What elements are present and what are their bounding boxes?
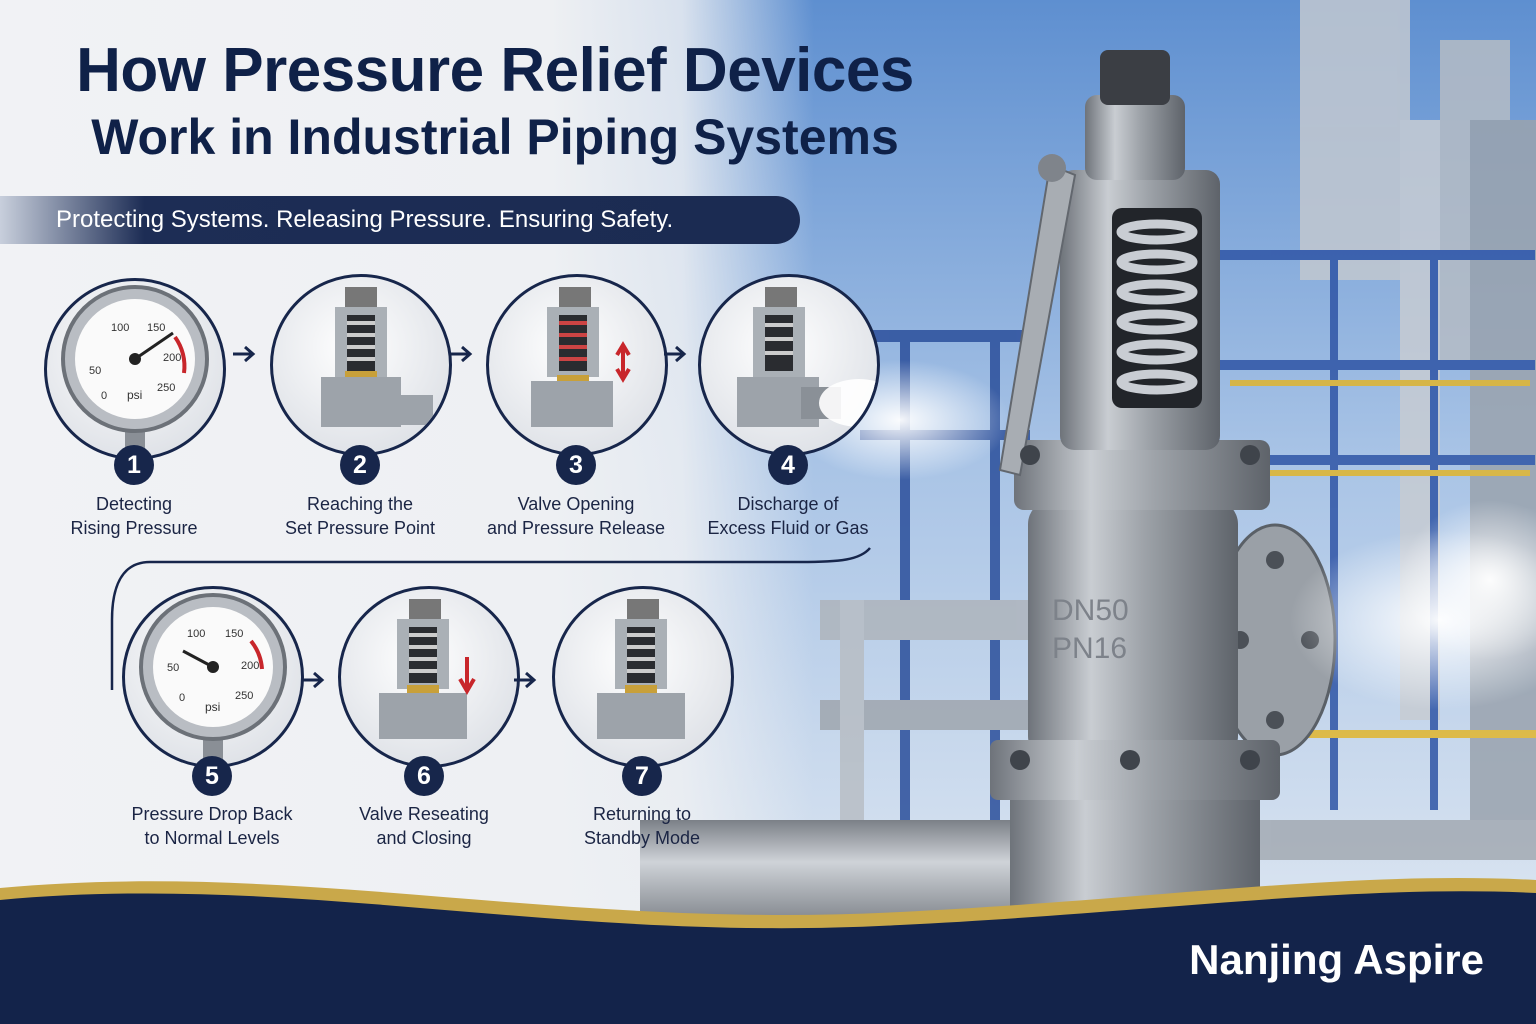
step-4: 4 Discharge of Excess Fluid or Gas <box>668 270 908 540</box>
svg-text:psi: psi <box>205 700 220 714</box>
arrow-right-icon <box>450 345 473 363</box>
svg-text:100: 100 <box>111 322 129 334</box>
relief-valve-discharge-icon <box>737 287 877 427</box>
step-6-label: Valve Reseating and Closing <box>359 804 489 848</box>
step-7: 7 Returning to Standby Mode <box>522 580 762 850</box>
valve-marking-pn: PN16 <box>1052 632 1127 665</box>
step-3-image <box>486 274 668 456</box>
step-5-label: Pressure Drop Back to Normal Levels <box>131 804 293 848</box>
svg-text:psi: psi <box>127 388 142 402</box>
step-1-image: 50 100 150 200 250 0 psi <box>44 278 226 460</box>
step-2-number-badge: 2 <box>340 445 380 485</box>
pressure-gauge-icon: 50 100 150 200 250 0 psi <box>61 285 209 457</box>
relief-valve-open-icon <box>531 287 631 427</box>
svg-text:200: 200 <box>163 352 181 364</box>
step-4-label: Discharge of Excess Fluid or Gas <box>707 494 869 538</box>
svg-text:150: 150 <box>147 322 165 334</box>
relief-valve-icon <box>321 287 433 427</box>
pressure-gauge-icon: 50 100 150 200 250 0 psi <box>139 593 287 765</box>
step-2-label: Reaching the Set Pressure Point <box>284 494 436 538</box>
svg-text:50: 50 <box>89 365 101 377</box>
step-4-image <box>698 274 880 456</box>
step-6: 6 Valve Reseating and Closing <box>304 580 544 850</box>
step-2-image <box>270 274 452 456</box>
step-4-number-badge: 4 <box>768 445 808 485</box>
tagline-banner: Protecting Systems. Releasing Pressure. … <box>0 196 800 244</box>
relief-valve-closing-icon <box>379 599 476 739</box>
svg-text:200: 200 <box>241 660 259 672</box>
page-title: How Pressure Relief Devices Work in Indu… <box>30 38 960 166</box>
svg-text:50: 50 <box>167 662 179 674</box>
svg-text:150: 150 <box>225 628 243 640</box>
step-5: 50 100 150 200 250 0 psi 5 Pressure Drop… <box>92 580 332 850</box>
step-6-number-badge: 6 <box>404 756 444 796</box>
flow-connector <box>110 547 871 690</box>
step-3-label: Valve Opening and Pressure Release <box>486 494 666 538</box>
step-1-label: Detecting Rising Pressure <box>70 494 198 538</box>
step-5-image: 50 100 150 200 250 0 psi <box>122 586 304 768</box>
arrow-right-icon <box>514 671 537 689</box>
brand-name: Nanjing Aspire <box>1189 936 1484 983</box>
title-line-2: Work in Industrial Piping Systems <box>91 109 899 165</box>
arrow-right-icon <box>664 345 687 363</box>
up-arrow-icon <box>615 341 631 383</box>
svg-text:0: 0 <box>179 692 185 704</box>
svg-text:250: 250 <box>157 382 175 394</box>
step-3-number-badge: 3 <box>556 445 596 485</box>
svg-text:0: 0 <box>101 390 107 402</box>
svg-text:250: 250 <box>235 690 253 702</box>
arrow-right-icon <box>233 345 256 363</box>
step-1: 50 100 150 200 250 0 psi 1 Detecting Ris… <box>14 270 254 540</box>
arrow-right-icon <box>302 671 325 689</box>
step-1-number-badge: 1 <box>114 445 154 485</box>
valve-marking-dn: DN50 <box>1052 594 1129 627</box>
relief-valve-illustration: DN50 PN16 <box>640 50 1536 940</box>
step-7-image <box>552 586 734 768</box>
step-2: 2 Reaching the Set Pressure Point <box>240 270 480 540</box>
title-line-1: How Pressure Relief Devices <box>76 36 914 105</box>
step-7-number-badge: 7 <box>622 756 662 796</box>
svg-text:100: 100 <box>187 628 205 640</box>
down-arrow-icon <box>458 657 476 695</box>
step-3: 3 Valve Opening and Pressure Release <box>456 270 696 540</box>
step-5-number-badge: 5 <box>192 756 232 796</box>
step-6-image <box>338 586 520 768</box>
relief-valve-icon <box>597 599 685 739</box>
step-7-label: Returning to Standby Mode <box>583 804 701 848</box>
